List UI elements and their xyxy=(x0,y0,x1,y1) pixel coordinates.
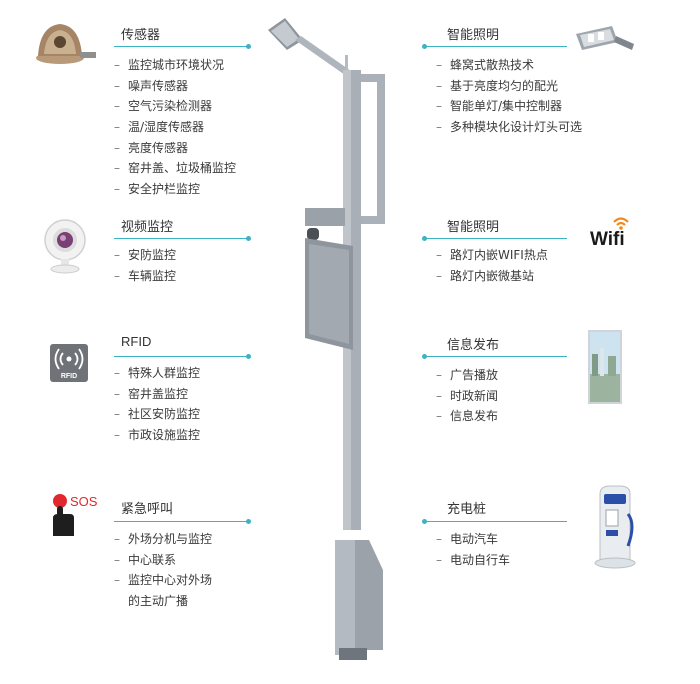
street-lamp-head-icon xyxy=(574,22,636,56)
rfid-feature-list: 特殊人群监控 窑井盖监控 社区安防监控 市政设施监控 xyxy=(114,363,200,446)
sensor-icon xyxy=(30,18,98,68)
section-divider xyxy=(425,46,567,47)
list-item: 特殊人群监控 xyxy=(114,363,200,384)
section-divider-dot xyxy=(422,519,427,524)
section-title-rfid: RFID xyxy=(121,334,152,349)
emergency-feature-list: 外场分机与监控 中心联系 监控中心对外场 的主动广播 xyxy=(114,529,212,612)
info-display-icon xyxy=(588,330,622,404)
list-item: 路灯内嵌微基站 xyxy=(436,266,548,287)
section-title-wifi: 智能照明 xyxy=(447,220,500,235)
rfid-icon-label: RFID xyxy=(61,373,77,380)
camera-icon xyxy=(42,218,88,274)
section-divider-dot xyxy=(422,354,427,359)
wifi-label: Wifi xyxy=(590,229,625,248)
list-item: 安全护栏监控 xyxy=(114,179,236,200)
list-item: 中心联系 xyxy=(114,550,212,571)
section-divider xyxy=(425,521,567,522)
charging-feature-list: 电动汽车 电动自行车 xyxy=(436,529,510,570)
section-title-video: 视频监控 xyxy=(121,220,174,235)
section-divider-dot xyxy=(246,354,251,359)
list-item: 多种模块化设计灯头可选 xyxy=(436,117,582,138)
list-item: 监控城市环境状况 xyxy=(114,55,236,76)
section-divider-dot xyxy=(422,236,427,241)
wifi-icon: Wifi xyxy=(588,212,668,248)
section-title-lighting: 智能照明 xyxy=(447,28,500,43)
list-item: 外场分机与监控 xyxy=(114,529,212,550)
section-divider-dot xyxy=(246,44,251,49)
wifi-feature-list: 路灯内嵌WIFI热点 路灯内嵌微基站 xyxy=(436,245,548,286)
list-item: 安防监控 xyxy=(114,245,176,266)
list-item: 时政新闻 xyxy=(436,386,498,407)
section-divider-dot xyxy=(246,236,251,241)
section-title-info: 信息发布 xyxy=(447,338,500,353)
rfid-icon: RFID xyxy=(50,344,88,382)
section-title-sensor: 传感器 xyxy=(121,28,161,43)
list-item: 监控中心对外场 xyxy=(114,570,212,591)
sos-label: SOS xyxy=(70,494,98,509)
charging-pile-icon xyxy=(592,484,638,570)
list-item: 噪声传感器 xyxy=(114,76,236,97)
lighting-feature-list: 蜂窝式散热技术 基于亮度均匀的配光 智能单灯/集中控制器 多种模块化设计灯头可选 xyxy=(436,55,582,138)
list-item: 窑井盖、垃圾桶监控 xyxy=(114,158,236,179)
list-item: 窑井盖监控 xyxy=(114,384,200,405)
list-item: 广告播放 xyxy=(436,365,498,386)
section-divider xyxy=(425,356,567,357)
section-divider-dot xyxy=(422,44,427,49)
section-title-charging: 充电桩 xyxy=(447,502,487,517)
list-item: 空气污染检测器 xyxy=(114,96,236,117)
list-item: 基于亮度均匀的配光 xyxy=(436,76,582,97)
smart-pole-illustration xyxy=(265,10,395,670)
list-item: 温/湿度传感器 xyxy=(114,117,236,138)
info-feature-list: 广告播放 时政新闻 信息发布 xyxy=(436,365,498,427)
section-divider xyxy=(425,238,567,239)
section-divider xyxy=(114,46,248,47)
list-item: 蜂窝式散热技术 xyxy=(436,55,582,76)
section-divider xyxy=(114,356,248,357)
list-item: 社区安防监控 xyxy=(114,404,200,425)
section-title-emergency: 紧急呼叫 xyxy=(121,502,174,517)
section-divider xyxy=(114,521,248,522)
list-item: 市政设施监控 xyxy=(114,425,200,446)
list-item: 电动自行车 xyxy=(436,550,510,571)
sos-button-icon: SOS xyxy=(50,492,102,540)
list-item: 智能单灯/集中控制器 xyxy=(436,96,582,117)
list-item-continued: 的主动广播 xyxy=(128,594,189,609)
list-item: 路灯内嵌WIFI热点 xyxy=(436,245,548,266)
video-feature-list: 安防监控 车辆监控 xyxy=(114,245,176,286)
list-item: 车辆监控 xyxy=(114,266,176,287)
list-item: 信息发布 xyxy=(436,406,498,427)
list-item: 亮度传感器 xyxy=(114,138,236,159)
section-divider-dot xyxy=(246,519,251,524)
section-divider xyxy=(114,238,248,239)
list-item: 电动汽车 xyxy=(436,529,510,550)
sensor-feature-list: 监控城市环境状况 噪声传感器 空气污染检测器 温/湿度传感器 亮度传感器 窑井盖… xyxy=(114,55,236,200)
